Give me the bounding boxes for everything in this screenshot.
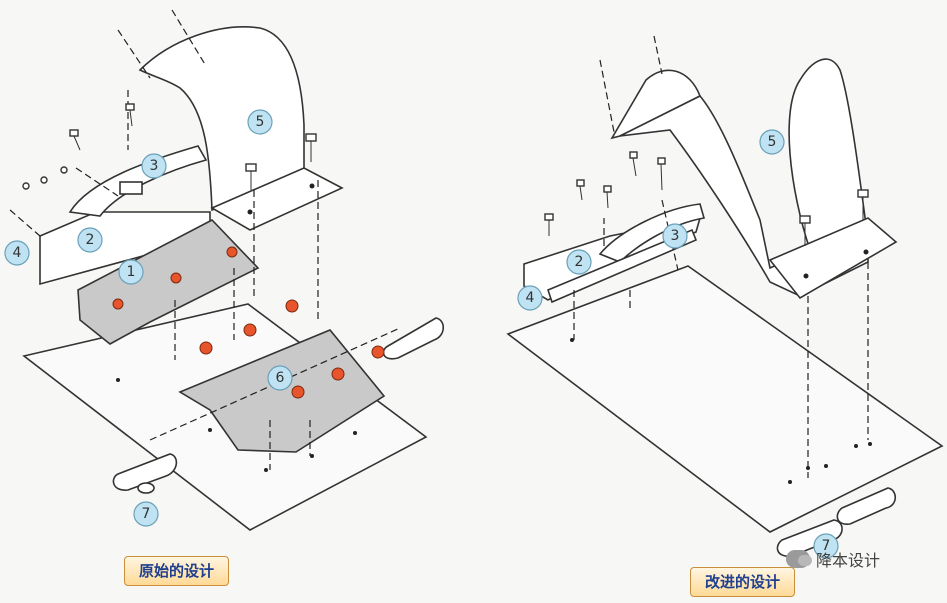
svg-text:5: 5 <box>768 134 777 150</box>
left-slot <box>119 181 143 195</box>
svg-text:7: 7 <box>822 538 831 554</box>
left-callout-6: 6 <box>267 365 293 391</box>
left-highlighted-bolts <box>112 246 385 399</box>
right-part-5-flange <box>768 217 898 300</box>
left-part-7-fitting-b <box>382 317 445 360</box>
right-callout-7: 7 <box>813 533 839 559</box>
left-part-5-curved-guard <box>138 26 305 212</box>
watermark-text: 降本设计 <box>816 551 881 570</box>
svg-text:2: 2 <box>86 232 95 248</box>
right-part-7-fitting-b <box>836 487 897 525</box>
left-callout-4: 4 <box>4 240 30 266</box>
improved-design-caption: 改进的设计 <box>690 567 796 597</box>
right-plain-bolts <box>544 151 869 246</box>
wechat-icon <box>786 550 812 568</box>
original-design-caption: 原始的设计 <box>124 556 230 586</box>
svg-text:5: 5 <box>256 114 265 130</box>
improved-design-drawing: 2 3 4 5 7 <box>506 35 944 559</box>
left-part-3-bracket <box>68 145 208 217</box>
right-part-5-body <box>619 58 869 297</box>
svg-text:6: 6 <box>276 370 285 386</box>
svg-text:4: 4 <box>526 290 535 306</box>
svg-text:7: 7 <box>142 506 151 522</box>
left-part-5-flange <box>210 167 344 231</box>
right-base-holes <box>570 338 872 484</box>
left-callout-3: 3 <box>141 153 167 179</box>
left-part-7-fitting <box>112 453 178 491</box>
right-callout-2: 2 <box>566 249 592 275</box>
left-callout-5: 5 <box>247 109 273 135</box>
right-part-3-bracket <box>598 203 706 263</box>
svg-text:3: 3 <box>150 158 159 174</box>
left-part-1-plate <box>77 219 260 345</box>
right-callout-3: 3 <box>662 223 688 249</box>
right-part-4-tube <box>547 228 698 304</box>
left-callout-2: 2 <box>77 227 103 253</box>
left-part-6-plate <box>178 329 386 453</box>
original-design-drawing: 1 2 3 4 5 6 7 <box>4 9 445 531</box>
svg-text:4: 4 <box>13 245 22 261</box>
left-plain-bolts <box>22 103 317 190</box>
left-callout-1: 1 <box>118 259 144 285</box>
right-assembly-lines <box>573 35 869 478</box>
right-callout-4: 4 <box>517 285 543 311</box>
watermark: 降本设计 <box>786 547 880 571</box>
right-base-plate <box>506 265 944 533</box>
right-callout-5: 5 <box>759 129 785 155</box>
left-callout-7: 7 <box>133 501 159 527</box>
svg-text:2: 2 <box>575 254 584 270</box>
svg-text:1: 1 <box>127 264 136 280</box>
svg-text:3: 3 <box>671 228 680 244</box>
